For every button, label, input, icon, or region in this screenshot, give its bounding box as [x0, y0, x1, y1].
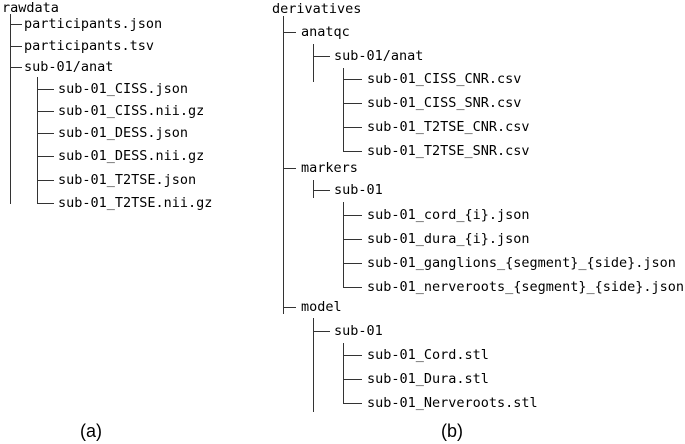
folder-markers-sub01: sub-01: [334, 182, 383, 198]
file-t2tse-json: sub-01_T2TSE.json: [58, 172, 197, 188]
file-nerveroots-json: sub-01_nerveroots_{segment}_{side}.json: [367, 279, 684, 295]
file-t2tse-cnr: sub-01_T2TSE_CNR.csv: [367, 119, 530, 135]
file-ciss-snr: sub-01_CISS_SNR.csv: [367, 95, 522, 111]
file-participants-tsv: participants.tsv: [24, 38, 155, 54]
folder-derivatives: derivatives: [272, 1, 362, 17]
file-nerveroots-stl: sub-01_Nerveroots.stl: [367, 395, 538, 411]
file-ganglions-json: sub-01_ganglions_{segment}_{side}.json: [367, 255, 676, 271]
folder-model-sub01: sub-01: [334, 323, 383, 339]
file-ciss-cnr: sub-01_CISS_CNR.csv: [367, 71, 522, 87]
folder-anatqc: anatqc: [301, 24, 350, 40]
file-dura-stl: sub-01_Dura.stl: [367, 371, 489, 387]
file-cord-json: sub-01_cord_{i}.json: [367, 207, 530, 223]
folder-anatqc-sub01-anat: sub-01/anat: [334, 48, 424, 64]
file-participants-json: participants.json: [24, 16, 163, 32]
file-ciss-json: sub-01_CISS.json: [58, 81, 189, 97]
folder-rawdata: rawdata: [2, 0, 59, 16]
file-cord-stl: sub-01_Cord.stl: [367, 347, 489, 363]
folder-sub01-anat: sub-01/anat: [24, 59, 114, 75]
file-t2tse-snr: sub-01_T2TSE_SNR.csv: [367, 143, 530, 159]
file-t2tse-nii: sub-01_T2TSE.nii.gz: [58, 195, 213, 211]
caption-b: (b): [441, 421, 463, 441]
folder-markers: markers: [301, 160, 358, 176]
file-dess-json: sub-01_DESS.json: [58, 125, 189, 141]
file-dura-json: sub-01_dura_{i}.json: [367, 231, 530, 247]
caption-a: (a): [80, 421, 102, 441]
file-dess-nii: sub-01_DESS.nii.gz: [58, 148, 205, 164]
file-ciss-nii: sub-01_CISS.nii.gz: [58, 103, 205, 119]
folder-model: model: [301, 299, 342, 315]
